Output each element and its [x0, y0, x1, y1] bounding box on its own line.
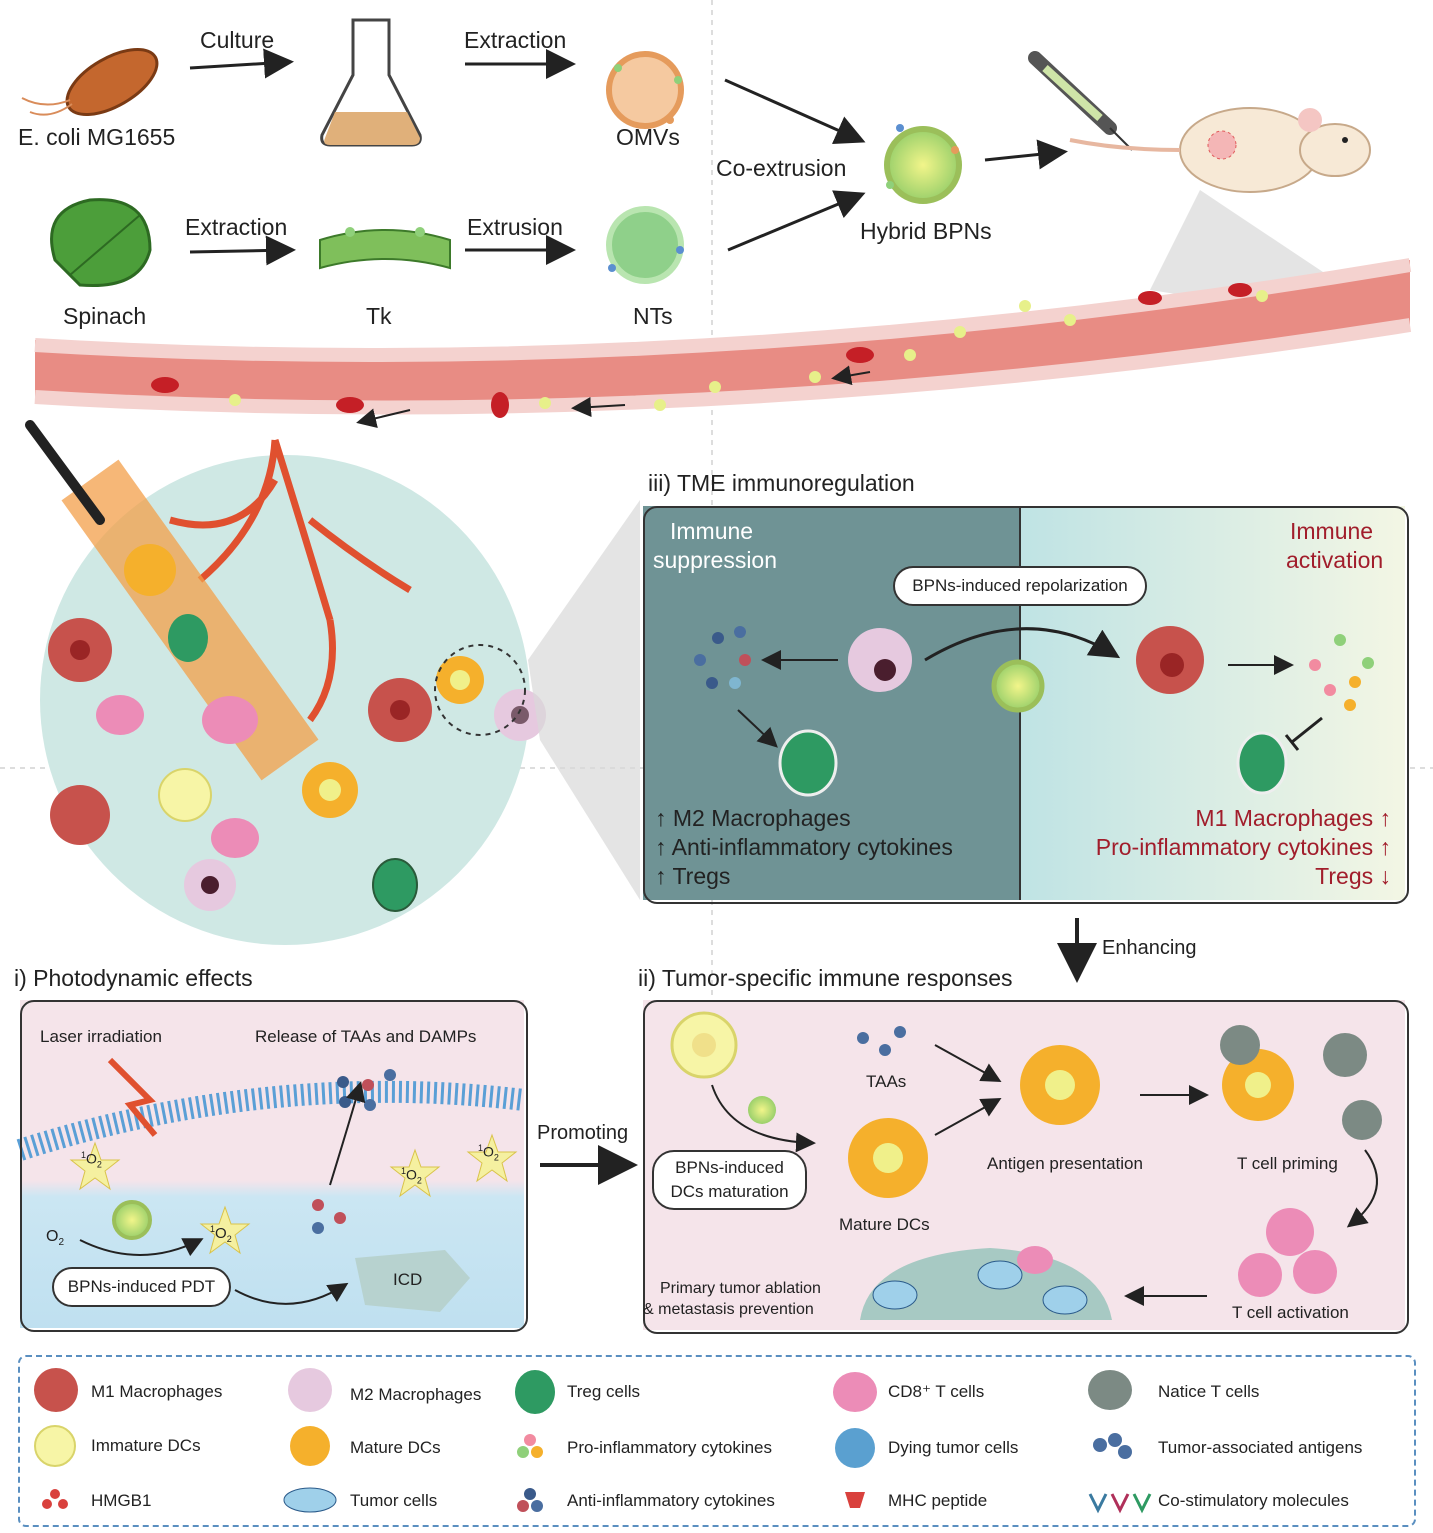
cd8-t-cell-icon [833, 1372, 877, 1412]
hybrid-bpns-icon [884, 124, 962, 204]
immune-panel [643, 1000, 1409, 1334]
suppression-line-1: Immune [670, 518, 754, 544]
right-effect-2: Pro-inflammatory cytokines ↑ [1095, 834, 1391, 860]
enhancing-label: Enhancing [1102, 937, 1197, 959]
pdt-contents [16, 1057, 526, 1312]
legend [18, 1355, 1416, 1527]
nts-label: NTs [633, 303, 673, 329]
hmgb1-icon [42, 1489, 68, 1509]
extraction-label-1: Extraction [464, 27, 567, 53]
spinach-icon [50, 198, 152, 288]
icd-label: ICD [393, 1270, 423, 1289]
singlet-oxygen-4: 1O2 [478, 1143, 499, 1163]
hybrid-bpns-label: Hybrid BPNs [860, 218, 992, 244]
right-effect-3: Tregs ↓ [1315, 863, 1391, 889]
legend-dying-tumor-cells: Dying tumor cells [888, 1438, 1019, 1457]
mhc-peptide-icon [845, 1492, 865, 1508]
dc-maturation-pill: BPNs-induced DCs maturation [652, 1150, 807, 1210]
legend-mature-dcs: Mature DCs [350, 1438, 441, 1457]
legend-m2-macrophages: M2 Macrophages [350, 1385, 482, 1404]
omvs-label: OMVs [616, 124, 680, 150]
t-activation-label: T cell activation [1232, 1303, 1349, 1322]
left-effect-1: ↑ M2 Macrophages [655, 805, 851, 831]
singlet-oxygen-1: 1O2 [81, 1150, 102, 1170]
repolarization-pill: BPNs-induced repolarization [893, 566, 1147, 606]
syringe-icon [1028, 51, 1133, 151]
co-stimulatory-icon [1088, 1493, 1152, 1514]
oxygen-label: O2 [46, 1228, 65, 1249]
legend-hmgb1: HMGB1 [91, 1491, 152, 1510]
t-priming-label: T cell priming [1237, 1154, 1338, 1173]
legend-immature-dcs: Immature DCs [91, 1436, 201, 1455]
release-label: Release of TAAs and DAMPs [255, 1027, 477, 1046]
tme-cells [694, 626, 1374, 797]
tme-panel [643, 506, 1409, 904]
activation-line-1: Immune [1290, 518, 1374, 544]
legend-tumor-antigens: Tumor-associated antigens [1158, 1438, 1363, 1457]
legend-treg-cells: Treg cells [567, 1382, 641, 1401]
legend-pro-cytokines: Pro-inflammatory cytokines [567, 1438, 773, 1457]
dc-maturation-line-2: DCs maturation [670, 1182, 789, 1201]
omvs-icon [606, 51, 684, 129]
pro-cytokine-icon [517, 1434, 543, 1458]
left-effect-2: ↑ Anti-inflammatory cytokines [655, 834, 953, 860]
tme-title: iii) TME immunoregulation [648, 470, 915, 496]
legend-naive-t-cells: Natice T cells [1158, 1382, 1260, 1401]
outcome-line-2: & metastasis prevention [643, 1301, 814, 1318]
mature-dcs-label: Mature DCs [839, 1215, 930, 1234]
ecoli-label: E. coli MG1655 [18, 124, 176, 150]
immune-contents [670, 1011, 1382, 1320]
bpns-pdt-pill: BPNs-induced PDT [52, 1267, 231, 1307]
naive-t-cell-icon [1088, 1370, 1132, 1410]
ecoli-icon [21, 47, 159, 117]
culture-label: Culture [200, 27, 275, 53]
m1-macrophage-icon [34, 1368, 78, 1412]
nts-icon [606, 206, 684, 284]
laser-label: Laser irradiation [40, 1027, 162, 1046]
immature-dc-icon [34, 1425, 76, 1467]
blood-vessel [34, 258, 1412, 428]
mature-dc-icon [290, 1426, 330, 1466]
anti-cytokine-icon [517, 1488, 543, 1512]
coextrusion-label: Co-extrusion [716, 155, 847, 181]
extrusion-label: Extrusion [467, 214, 563, 240]
outcome-line-1: Primary tumor ablation [660, 1280, 821, 1297]
antigen-presentation-label: Antigen presentation [987, 1154, 1143, 1173]
singlet-oxygen-3: 1O2 [401, 1166, 422, 1186]
pdt-panel [20, 1000, 528, 1332]
promoting-label: Promoting [537, 1122, 629, 1144]
legend-icons [34, 1368, 1152, 1514]
m2-macrophage-icon [288, 1368, 332, 1412]
immune-title: ii) Tumor-specific immune responses [638, 965, 1013, 991]
dying-tumor-cell-icon [835, 1428, 875, 1468]
tumor-cell-icon [283, 1487, 337, 1513]
legend-mhc-peptide: MHC peptide [888, 1491, 988, 1510]
flask-icon [320, 18, 422, 147]
suppression-line-2: suppression [653, 547, 778, 573]
tumor-antigen-icon [1093, 1433, 1132, 1459]
tumor-tissue [25, 420, 546, 945]
legend-tumor-cells: Tumor cells [350, 1491, 438, 1510]
treg-cell-icon [515, 1370, 555, 1414]
pdt-title: i) Photodynamic effects [14, 965, 253, 991]
dc-maturation-line-1: BPNs-induced [675, 1158, 784, 1177]
taas-label: TAAs [866, 1072, 907, 1091]
singlet-oxygen-2: 1O2 [210, 1224, 232, 1244]
activation-line-2: activation [1286, 547, 1384, 573]
legend-m1-macrophages: M1 Macrophages [91, 1382, 223, 1401]
tk-label: Tk [366, 303, 392, 329]
legend-cd8-t-cells: CD8⁺ T cells [888, 1382, 985, 1401]
legend-co-stimulatory: Co-stimulatory molecules [1158, 1491, 1349, 1510]
left-effect-3: ↑ Tregs [655, 863, 731, 889]
thylakoid-icon [319, 227, 451, 270]
spinach-label: Spinach [63, 303, 147, 329]
right-effect-1: M1 Macrophages ↑ [1195, 805, 1391, 831]
legend-anti-cytokines: Anti-inflammatory cytokines [567, 1491, 775, 1510]
extraction-label-2: Extraction [185, 214, 288, 240]
